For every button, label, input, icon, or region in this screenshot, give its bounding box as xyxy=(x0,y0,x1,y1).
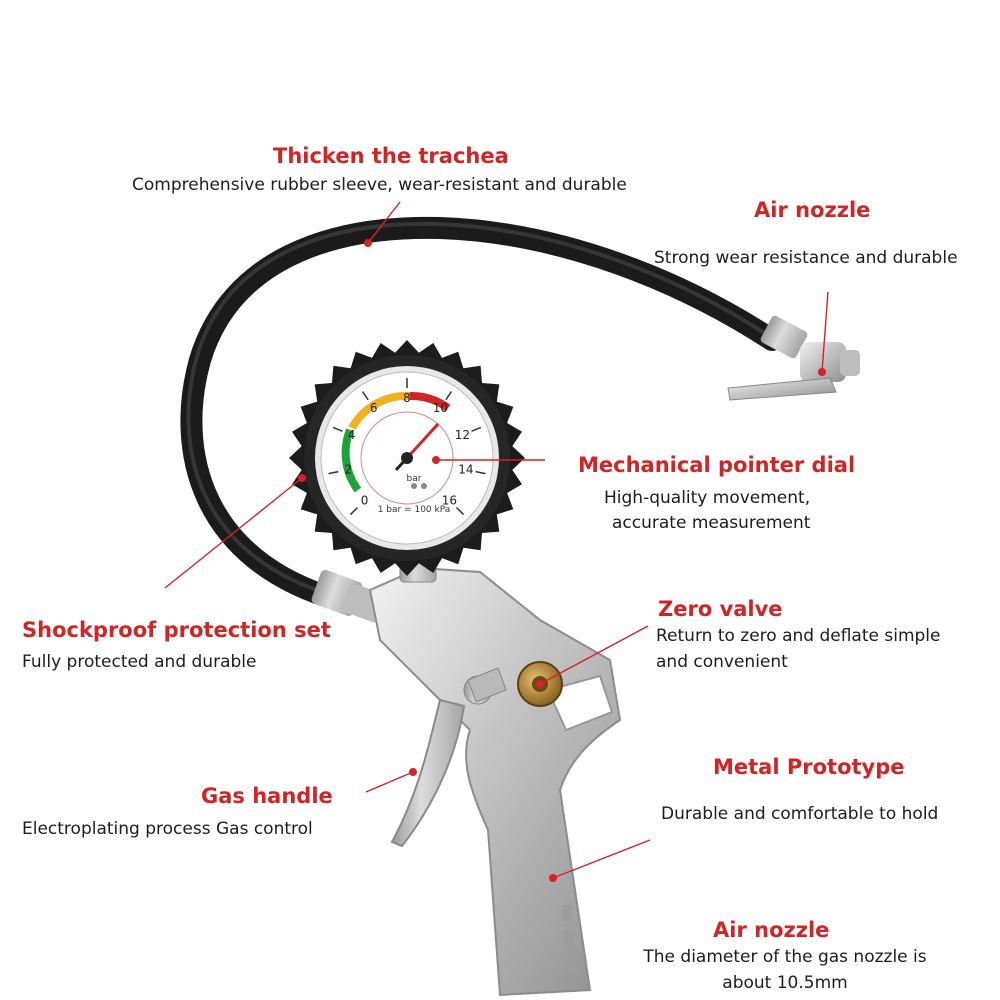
callout-air-nozzle-bottom-desc-2: about 10.5mm xyxy=(722,973,848,993)
callout-air-nozzle-bottom-title: Air nozzle xyxy=(713,918,830,942)
gauge-unit: bar xyxy=(407,474,422,484)
callout-zero-valve-desc-2: and convenient xyxy=(656,652,788,672)
gas-trigger xyxy=(390,698,466,848)
callout-zero-valve-title: Zero valve xyxy=(658,597,783,621)
callout-shockproof-desc: Fully protected and durable xyxy=(22,652,257,672)
gauge-tick xyxy=(332,426,343,432)
callout-air-nozzle-top-title: Air nozzle xyxy=(754,198,871,222)
callout-trachea-desc: Comprehensive rubber sleeve, wear-resist… xyxy=(132,175,627,195)
callout-gas-handle-title: Gas handle xyxy=(201,784,333,808)
callout-shockproof-title: Shockproof protection set xyxy=(22,618,331,642)
gauge-tick-label: 16 xyxy=(442,493,457,507)
gauge-tick-label: 2 xyxy=(344,463,352,477)
callout-zero-valve-desc-1: Return to zero and deflate simple xyxy=(656,626,941,646)
callout-gas-handle-desc: Electroplating process Gas control xyxy=(22,819,313,839)
leader-lines xyxy=(164,201,829,879)
gauge-tick-label: 6 xyxy=(370,401,378,415)
gauge-tick xyxy=(455,506,465,516)
gauge-tick-label: 0 xyxy=(361,493,369,507)
callout-metal-desc: Durable and comfortable to hold xyxy=(661,804,939,824)
gauge-tick-label: 4 xyxy=(348,428,356,442)
pressure-dial: 0 2 46 8 10 12 14 16 bar 1 bar = 100 kPa xyxy=(328,378,486,516)
gauge-tick xyxy=(361,391,369,401)
gauge-footer: 1 bar = 100 kPa xyxy=(378,505,451,515)
gauge-tick-label: 12 xyxy=(455,428,470,442)
gauge-tick xyxy=(328,470,339,475)
gun-body xyxy=(368,566,622,997)
gauge-tick xyxy=(349,506,359,516)
callout-trachea-title: Thicken the trachea xyxy=(273,144,509,168)
gauge-tick xyxy=(475,470,486,475)
callout-dial-title: Mechanical pointer dial xyxy=(578,453,856,477)
callout-dial-desc-1: High-quality movement, xyxy=(604,488,811,508)
callout-air-nozzle-top-desc: Strong wear resistance and durable xyxy=(654,248,958,268)
gauge-tick-label: 14 xyxy=(458,463,473,477)
gauge-tick xyxy=(445,391,453,401)
gauge-tick-label: 8 xyxy=(403,391,411,405)
leader-dots xyxy=(298,239,826,882)
callout-air-nozzle-bottom-desc-1: The diameter of the gas nozzle is xyxy=(643,947,927,967)
gauge-tick-label: 10 xyxy=(433,401,448,415)
gauge-tick xyxy=(471,426,482,432)
callout-metal-title: Metal Prototype xyxy=(713,755,905,779)
callout-dial-desc-2: accurate measurement xyxy=(612,513,811,533)
